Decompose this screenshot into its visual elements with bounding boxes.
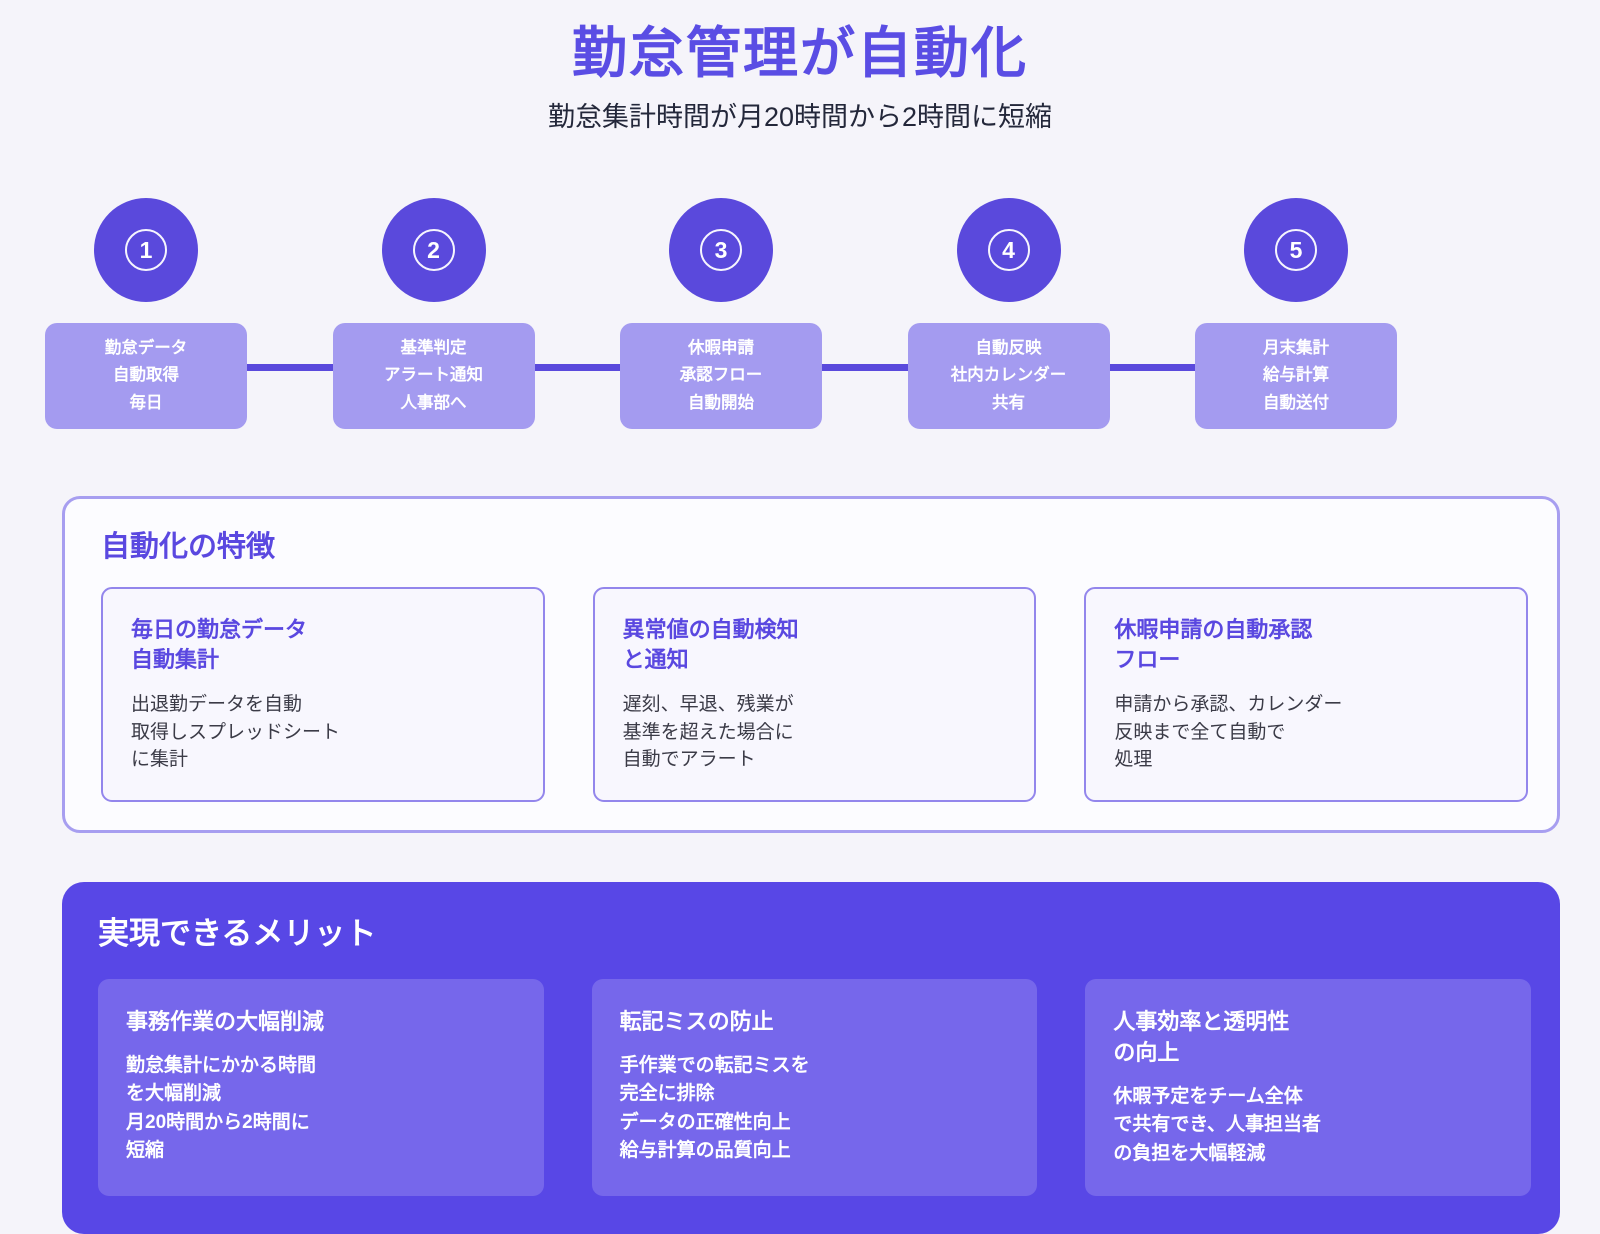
step-circle-2: 2: [381, 198, 486, 303]
benefits-panel: 実現できるメリット 事務作業の大幅削減 勤怠集計にかかる時間 を大幅削減 月20…: [62, 881, 1560, 1234]
step-number-1: 1: [125, 229, 167, 272]
benefit-card-1: 事務作業の大幅削減 勤怠集計にかかる時間 を大幅削減 月20時間から2時間に 短…: [98, 978, 544, 1197]
feature-card-title: 休暇申請の自動承認 フロー: [1114, 616, 1313, 672]
feature-card-body: 遅刻、早退、残業が 基準を超えた場合に 自動でアラート: [622, 694, 794, 771]
flow-step-3: 3 休暇申請 承認フロー 自動開始: [620, 198, 822, 429]
benefit-card-2: 転記ミスの防止 手作業での転記ミスを 完全に排除 データの正確性向上 給与計算の…: [591, 978, 1038, 1197]
feature-card-body: 出退勤データを自動 取得しスプレッドシート に集計: [131, 694, 341, 771]
step-number-3: 3: [700, 229, 742, 272]
benefit-card-body: 勤怠集計にかかる時間 を大幅削減 月20時間から2時間に 短縮: [126, 1054, 317, 1162]
step-label-box-3: 休暇申請 承認フロー 自動開始: [620, 323, 822, 429]
benefit-card-title: 転記ミスの防止: [619, 1008, 774, 1034]
page-subtitle: 勤怠集計時間が月20時間から2時間に短縮: [547, 102, 1053, 133]
page-title: 勤怠管理が自動化: [571, 22, 1028, 84]
step-label-box-2: 基準判定 アラート通知 人事部へ: [332, 323, 535, 429]
feature-card-2: 異常値の自動検知 と通知 遅刻、早退、残業が 基準を超えた場合に 自動でアラート: [592, 586, 1037, 802]
flow-step-4: 4 自動反映 社内カレンダー 共有: [907, 198, 1110, 429]
benefit-card-3: 人事効率と透明性 の向上 休暇予定をチーム全体 で共有でき、人事担当者 の負担を…: [1085, 978, 1531, 1197]
step-flow: 1 勤怠データ 自動取得 毎日 2 基準判定 アラート通知 人事部へ 3 休暇申…: [45, 198, 1397, 429]
benefit-card-body: 休暇予定をチーム全体 で共有でき、人事担当者 の負担を大幅軽減: [1113, 1085, 1321, 1164]
step-number-4: 4: [987, 229, 1030, 272]
flow-step-1: 1 勤怠データ 自動取得 毎日: [45, 198, 247, 429]
feature-card-title: 毎日の勤怠データ 自動集計: [131, 616, 308, 672]
feature-card-3: 休暇申請の自動承認 フロー 申請から承認、カレンダー 反映まで全て自動で 処理: [1084, 586, 1528, 802]
step-number-2: 2: [412, 229, 455, 272]
step-circle-5: 5: [1244, 198, 1348, 303]
features-panel: 自動化の特徴 毎日の勤怠データ 自動集計 出退勤データを自動 取得しスプレッドシ…: [62, 495, 1560, 833]
benefit-card-title: 事務作業の大幅削減: [126, 1008, 325, 1034]
flow-step-2: 2 基準判定 アラート通知 人事部へ: [332, 198, 535, 429]
flow-step-5: 5 月末集計 給与計算 自動送付: [1195, 198, 1397, 429]
feature-card-title: 異常値の自動検知 と通知: [622, 616, 799, 672]
step-circle-3: 3: [669, 198, 773, 303]
benefit-card-title: 人事効率と透明性 の向上: [1113, 1008, 1290, 1065]
step-number-5: 5: [1275, 229, 1317, 272]
step-label-box-5: 月末集計 給与計算 自動送付: [1195, 323, 1397, 429]
benefits-grid: 事務作業の大幅削減 勤怠集計にかかる時間 を大幅削減 月20時間から2時間に 短…: [98, 978, 1531, 1197]
benefit-card-body: 手作業での転記ミスを 完全に排除 データの正確性向上 給与計算の品質向上: [619, 1054, 810, 1162]
step-label-box-1: 勤怠データ 自動取得 毎日: [45, 323, 247, 429]
header: 勤怠管理が自動化 勤怠集計時間が月20時間から2時間に短縮: [0, 0, 1600, 134]
feature-card-1: 毎日の勤怠データ 自動集計 出退勤データを自動 取得しスプレッドシート に集計: [101, 586, 545, 802]
feature-card-body: 申請から承認、カレンダー 反映まで全て自動で 処理: [1114, 694, 1343, 771]
benefits-panel-title: 実現できるメリット: [98, 915, 377, 951]
step-circle-1: 1: [94, 198, 198, 303]
step-label-box-4: 自動反映 社内カレンダー 共有: [907, 323, 1110, 429]
features-panel-title: 自動化の特徴: [101, 530, 276, 563]
step-circle-4: 4: [956, 198, 1061, 303]
features-grid: 毎日の勤怠データ 自動集計 出退勤データを自動 取得しスプレッドシート に集計 …: [101, 586, 1528, 802]
